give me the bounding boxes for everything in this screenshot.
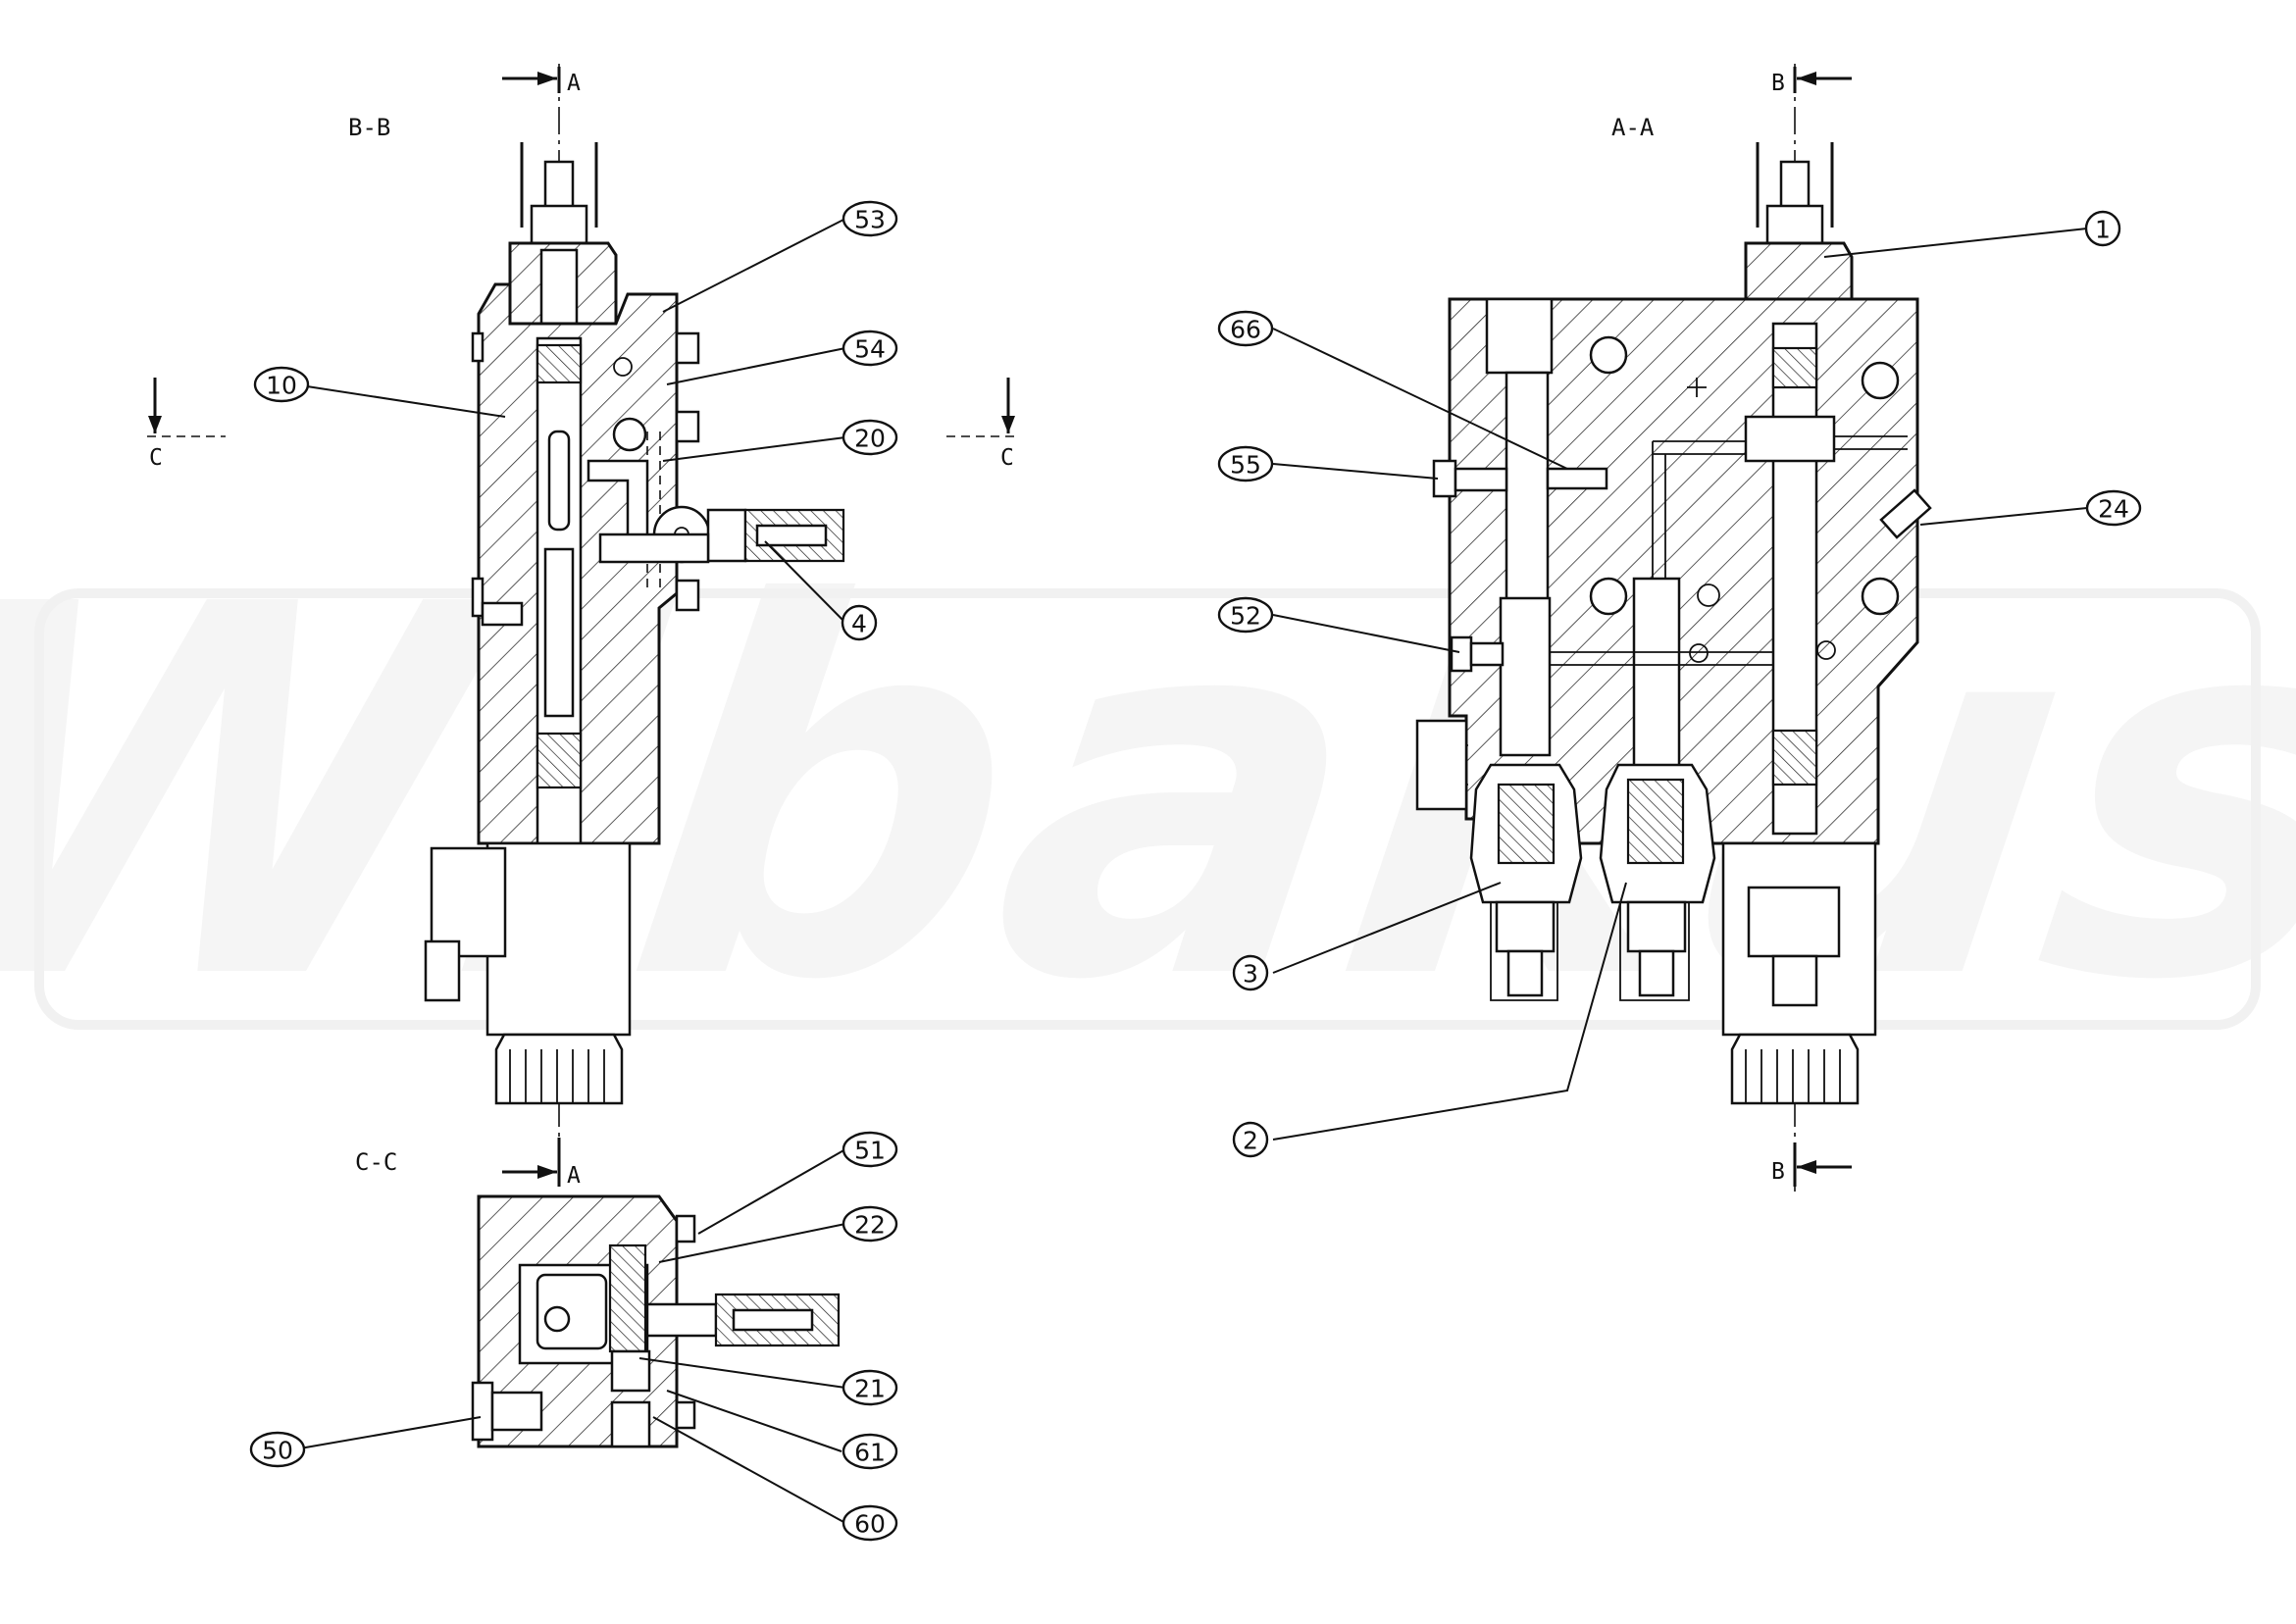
balloon-66: 66 [1217, 310, 1274, 347]
section-mark-b-bottom: B [1771, 1159, 1785, 1185]
svg-text:53: 53 [854, 206, 886, 234]
svg-text:22: 22 [854, 1211, 886, 1240]
watermark-frame [34, 588, 2261, 1030]
section-mark-a-top: A [567, 71, 581, 96]
balloon-53: 53 [842, 200, 898, 237]
solenoid-coil-bb [485, 841, 632, 1037]
view-label-aa: A-A [1611, 114, 1655, 141]
svg-text:2: 2 [1243, 1127, 1258, 1155]
balloon-51: 51 [842, 1131, 898, 1168]
balloon-54: 54 [842, 330, 898, 367]
svg-text:54: 54 [854, 335, 886, 364]
svg-text:61: 61 [854, 1439, 886, 1467]
svg-text:20: 20 [854, 425, 886, 453]
balloon-52: 52 [1217, 596, 1274, 634]
watermark: Wibakus [0, 498, 2296, 1091]
view-label-bb: B-B [348, 114, 390, 141]
balloon-24: 24 [2085, 489, 2142, 527]
svg-text:21: 21 [854, 1375, 886, 1403]
balloon-4: 4 [841, 604, 878, 641]
balloon-10: 10 [253, 366, 310, 403]
section-mark-c-left: C [149, 445, 163, 471]
leader-lines [293, 218, 2088, 1524]
svg-text:55: 55 [1230, 451, 1261, 480]
svg-text:52: 52 [1230, 602, 1261, 631]
svg-text:51: 51 [854, 1137, 886, 1165]
view-cc: C-C [355, 1148, 841, 1448]
balloon-20: 20 [842, 419, 898, 456]
svg-text:4: 4 [851, 610, 867, 638]
svg-text:1: 1 [2095, 216, 2111, 244]
view-label-cc: C-C [355, 1148, 397, 1176]
view-bb: B-B A C C [147, 64, 1020, 1189]
balloon-22: 22 [842, 1205, 898, 1243]
svg-text:50: 50 [262, 1437, 293, 1465]
section-mark-a-bottom: A [567, 1163, 581, 1189]
balloon-1: 1 [2084, 210, 2121, 247]
balloon-2: 2 [1232, 1121, 1269, 1158]
svg-text:60: 60 [854, 1510, 886, 1539]
section-mark-b-top: B [1771, 71, 1785, 96]
balloon-55: 55 [1217, 445, 1274, 482]
svg-text:3: 3 [1243, 960, 1258, 989]
balloon-50: 50 [249, 1431, 306, 1468]
balloon-61: 61 [842, 1433, 898, 1470]
svg-text:24: 24 [2098, 495, 2129, 524]
balloon-60: 60 [842, 1504, 898, 1542]
balloon-21: 21 [842, 1369, 898, 1406]
svg-text:10: 10 [266, 372, 297, 400]
view-aa: A-A B [1415, 64, 1932, 1192]
balloon-3: 3 [1232, 954, 1269, 991]
svg-text:66: 66 [1230, 316, 1261, 344]
section-mark-c-right: C [1000, 445, 1014, 471]
